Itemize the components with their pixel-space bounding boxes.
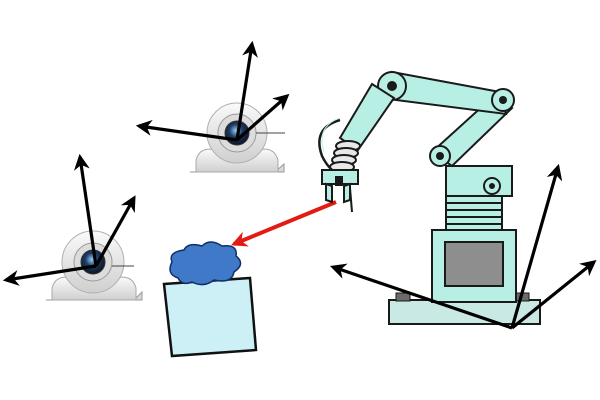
camera-2-frame — [2, 153, 136, 286]
axis-arrow-icon — [2, 264, 97, 286]
axis-arrow-icon — [235, 40, 258, 141]
target-box — [162, 241, 258, 358]
camera-1 — [135, 40, 290, 173]
robot-arm — [318, 70, 597, 330]
robot-gripper — [325, 182, 333, 204]
axis-arrow-icon — [510, 259, 597, 330]
cloud-icon — [169, 241, 242, 286]
axis-arrow-icon — [235, 93, 290, 142]
axis-arrow-icon — [329, 263, 513, 330]
camera-1-frame — [135, 40, 290, 142]
axis-arrow-icon — [94, 195, 136, 267]
axis-arrow-icon — [135, 119, 238, 142]
robot-frame — [329, 163, 597, 330]
camera-2 — [2, 153, 143, 301]
axis-arrow-icon — [73, 153, 98, 267]
box-icon — [162, 276, 258, 358]
pointer-arrow — [231, 200, 337, 247]
axis-arrow-icon — [510, 163, 563, 329]
robot-arm-icon — [318, 70, 541, 325]
